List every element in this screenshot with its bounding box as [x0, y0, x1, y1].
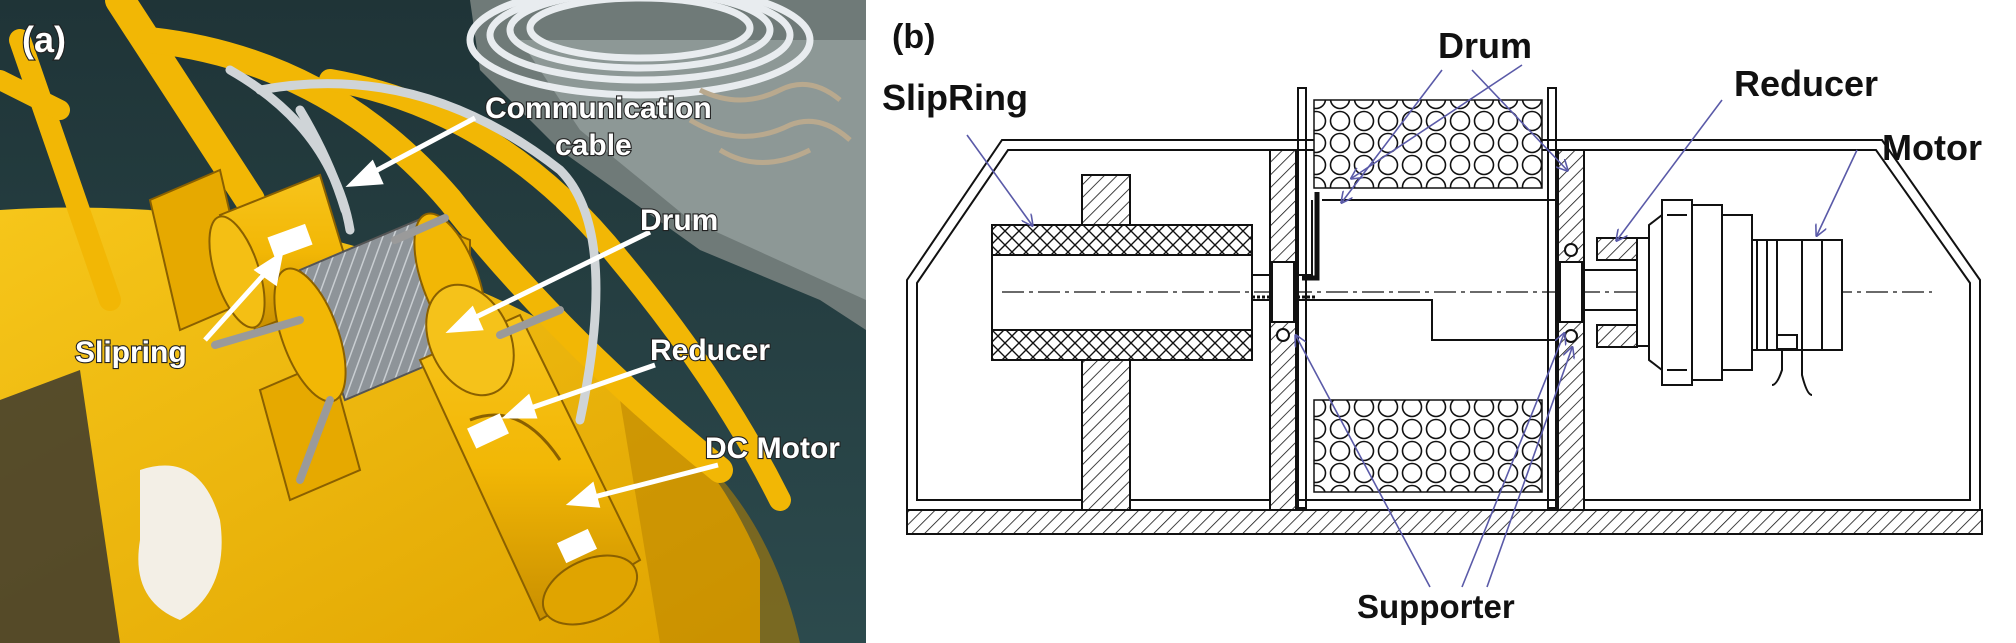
photo-arrows	[203, 115, 719, 508]
label-reducer-photo: Reducer	[650, 334, 770, 367]
supporters	[1269, 149, 1585, 511]
yellow-railings	[0, 0, 791, 511]
label-drum-photo: Drum	[640, 204, 718, 237]
panel-a-tag: (a)	[22, 19, 66, 60]
reducer	[1596, 199, 1723, 386]
cloth	[138, 465, 222, 620]
springs	[211, 214, 564, 484]
label-reducer: Reducer	[1734, 63, 1878, 104]
communication-cables	[225, 65, 601, 425]
cable-coils-bottom	[1313, 399, 1543, 493]
panel-a-photo: (a) Communication cable Drum Slipring Re…	[0, 0, 866, 643]
panel-b-tag: (b)	[892, 18, 935, 56]
label-drum: Drum	[1438, 25, 1532, 66]
coiled-cable	[466, 0, 814, 99]
label-supporter: Supporter	[1357, 588, 1515, 625]
label-dc-motor-photo: DC Motor	[705, 432, 840, 465]
drum-flanges	[1297, 87, 1557, 509]
leader-arrows	[966, 64, 1858, 588]
label-slipring: SlipRing	[882, 77, 1028, 118]
base-plate	[906, 509, 1983, 535]
ropes	[688, 81, 852, 165]
label-communication-line1: Communication	[485, 92, 712, 125]
motor	[1721, 214, 1843, 396]
cable-coils-top	[1313, 99, 1543, 189]
cross-section-drawing: (b) SlipRing Drum Reducer Motor Supporte…	[872, 0, 2016, 643]
motor-unit	[418, 283, 642, 626]
label-motor: Motor	[1882, 127, 1982, 168]
panel-b-drawing: (b) SlipRing Drum Reducer Motor Supporte…	[872, 0, 2016, 643]
photo-illustration: (a) Communication cable Drum Slipring Re…	[0, 0, 866, 643]
label-communication-line2: cable	[555, 129, 632, 162]
label-slipring-photo: Slipring	[75, 336, 187, 369]
